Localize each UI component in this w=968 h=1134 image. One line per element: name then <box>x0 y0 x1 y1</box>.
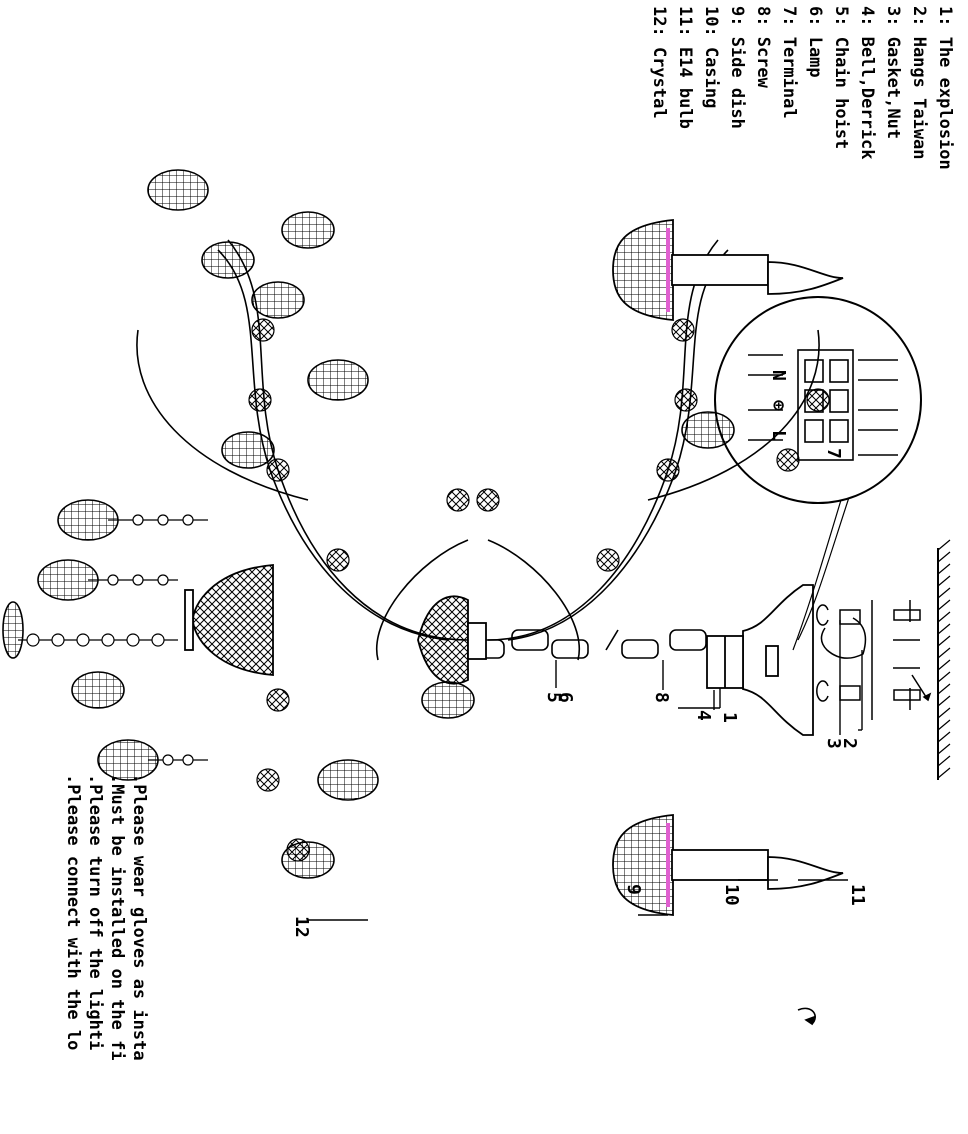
callout-4: 4 <box>693 710 714 721</box>
callout-8: 8 <box>651 692 672 703</box>
chain-hoist <box>473 629 707 659</box>
lamp-cup-top <box>612 219 844 321</box>
callout-2: 2 <box>839 738 860 749</box>
crystal-pendants <box>2 169 735 879</box>
terminal-label-ground: ⊕ <box>768 400 789 411</box>
callout-1: 1 <box>719 712 740 723</box>
callout-leaders <box>308 620 863 921</box>
rotate-arrow <box>797 1007 816 1026</box>
lower-bowl <box>184 564 274 676</box>
callout-numbers: 1 2 3 4 5 6 7 8 9 10 11 12 <box>291 448 868 938</box>
bead-strings <box>18 514 208 766</box>
callout-7: 7 <box>823 448 844 459</box>
upper-bowl <box>417 595 487 685</box>
terminal-label-n: N <box>768 370 789 381</box>
mounting-hardware <box>816 600 932 720</box>
ceiling-canopy <box>706 584 814 736</box>
callout-12: 12 <box>291 916 312 938</box>
callout-10: 10 <box>721 884 742 906</box>
callout-11: 11 <box>847 884 868 906</box>
callout-3: 3 <box>823 738 844 749</box>
arm-rosettes <box>248 318 830 862</box>
terminal-label-l: L <box>768 430 789 441</box>
callout-9: 9 <box>623 884 644 895</box>
callout-6: 6 <box>555 692 576 703</box>
terminal-wires <box>792 469 859 651</box>
ceiling <box>937 539 951 780</box>
lamp-cup-bottom <box>612 814 844 916</box>
callout-5: 5 <box>543 692 564 703</box>
